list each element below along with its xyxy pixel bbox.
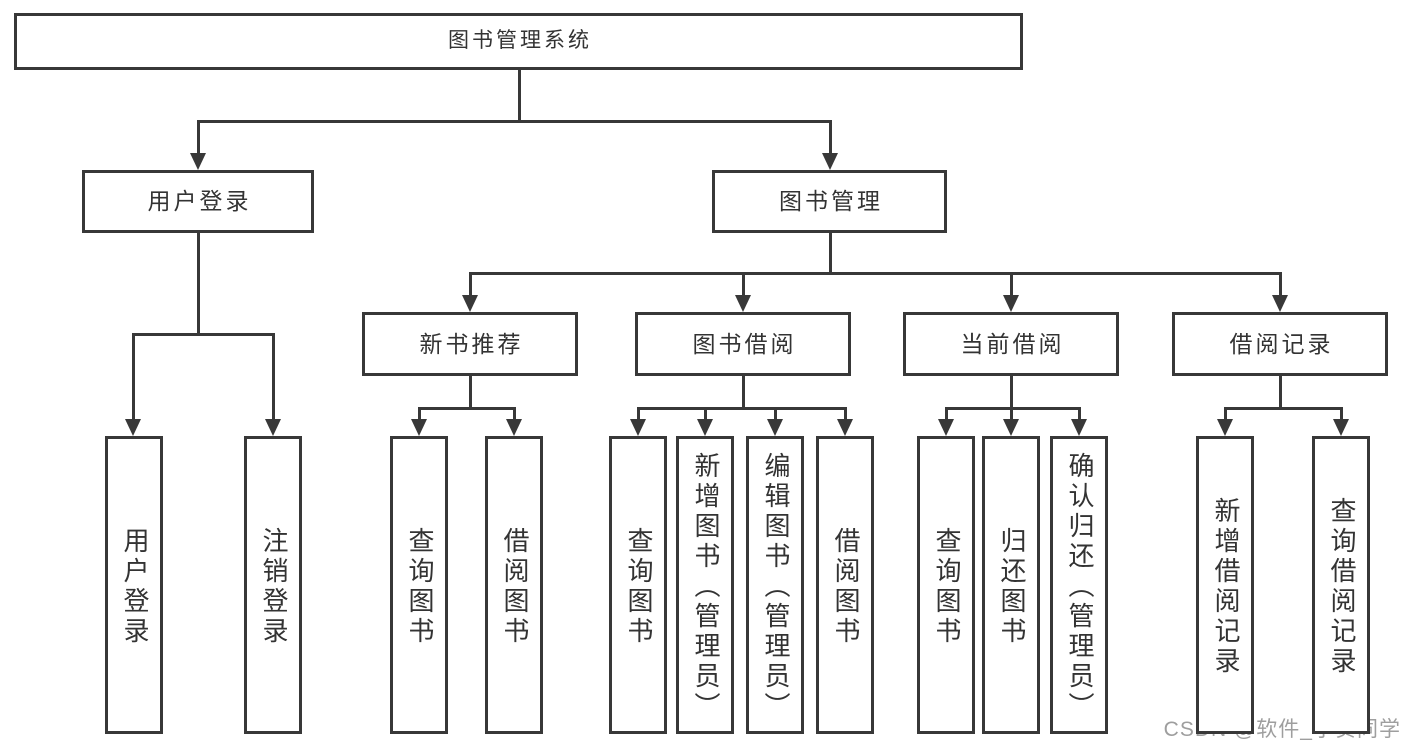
connector-drop-shaft bbox=[512, 407, 516, 421]
node-confirm-return-admin: 确认归还（管理员） bbox=[1050, 436, 1108, 734]
node-return-book: 归还图书 bbox=[982, 436, 1040, 734]
arrow-down-icon bbox=[1003, 295, 1019, 312]
arrow-down-icon bbox=[125, 419, 141, 436]
arrow-down-icon bbox=[190, 153, 206, 170]
node-query-books-current: 查询图书 bbox=[917, 436, 975, 734]
node-user-login-module: 用户登录 bbox=[82, 170, 314, 233]
connector-drop-shaft bbox=[741, 272, 745, 297]
connector-drop-shaft bbox=[417, 407, 421, 421]
connector-bar bbox=[1223, 407, 1343, 410]
connector-stem bbox=[1009, 376, 1013, 410]
node-query-books-borrowing: 查询图书 bbox=[609, 436, 667, 734]
connector-bar bbox=[417, 407, 516, 410]
arrow-down-icon bbox=[630, 419, 646, 436]
node-current-borrowing: 当前借阅 bbox=[903, 312, 1119, 376]
connector-bar bbox=[944, 407, 1081, 410]
connector-stem bbox=[517, 70, 521, 123]
connector-drop-shaft bbox=[1077, 407, 1081, 421]
arrow-down-icon bbox=[697, 419, 713, 436]
arrow-down-icon bbox=[938, 419, 954, 436]
connector-drop-shaft bbox=[1339, 407, 1343, 421]
node-book-borrowing: 图书借阅 bbox=[635, 312, 851, 376]
connector-drop-shaft bbox=[468, 272, 472, 297]
arrow-down-icon bbox=[822, 153, 838, 170]
connector-drop-shaft bbox=[1278, 272, 1282, 297]
connector-drop-shaft bbox=[1009, 272, 1013, 297]
node-borrow-books-recommend: 借阅图书 bbox=[485, 436, 543, 734]
node-user-login: 用户登录 bbox=[105, 436, 163, 734]
arrow-down-icon bbox=[1071, 419, 1087, 436]
connector-stem bbox=[741, 376, 745, 410]
connector-bar bbox=[636, 407, 847, 410]
node-borrow-books-borrowing: 借阅图书 bbox=[816, 436, 874, 734]
arrow-down-icon bbox=[1003, 419, 1019, 436]
connector-drop-shaft bbox=[1223, 407, 1227, 421]
arrow-down-icon bbox=[411, 419, 427, 436]
connector-stem bbox=[1278, 376, 1282, 410]
connector-drop-shaft bbox=[1009, 407, 1013, 421]
arrow-down-icon bbox=[767, 419, 783, 436]
connector-drop-shaft bbox=[944, 407, 948, 421]
node-book-management: 图书管理 bbox=[712, 170, 947, 233]
node-root: 图书管理系统 bbox=[14, 13, 1023, 70]
arrow-down-icon bbox=[735, 295, 751, 312]
arrow-down-icon bbox=[462, 295, 478, 312]
connector-drop-shaft bbox=[271, 333, 275, 421]
node-query-books-recommend: 查询图书 bbox=[390, 436, 448, 734]
connector-stem bbox=[468, 376, 472, 410]
arrow-down-icon bbox=[1217, 419, 1233, 436]
connector-stem bbox=[828, 233, 832, 275]
arrow-down-icon bbox=[506, 419, 522, 436]
connector-stem bbox=[196, 233, 200, 336]
connector-drop-shaft bbox=[843, 407, 847, 421]
connector-drop-shaft bbox=[828, 120, 832, 155]
node-new-book-recommend: 新书推荐 bbox=[362, 312, 578, 376]
node-edit-book-admin: 编辑图书（管理员） bbox=[746, 436, 804, 734]
connector-drop-shaft bbox=[131, 333, 135, 421]
arrow-down-icon bbox=[1333, 419, 1349, 436]
arrow-down-icon bbox=[265, 419, 281, 436]
connector-drop-shaft bbox=[703, 407, 707, 421]
node-query-borrow-record: 查询借阅记录 bbox=[1312, 436, 1370, 734]
arrow-down-icon bbox=[1272, 295, 1288, 312]
connector-bar bbox=[131, 333, 275, 336]
arrow-down-icon bbox=[837, 419, 853, 436]
node-borrowing-records: 借阅记录 bbox=[1172, 312, 1388, 376]
node-add-book-admin: 新增图书（管理员） bbox=[676, 436, 734, 734]
connector-drop-shaft bbox=[773, 407, 777, 421]
node-logout: 注销登录 bbox=[244, 436, 302, 734]
connector-bar bbox=[196, 120, 832, 123]
connector-drop-shaft bbox=[636, 407, 640, 421]
connector-bar bbox=[468, 272, 1282, 275]
connector-drop-shaft bbox=[196, 120, 200, 155]
node-add-borrow-record: 新增借阅记录 bbox=[1196, 436, 1254, 734]
